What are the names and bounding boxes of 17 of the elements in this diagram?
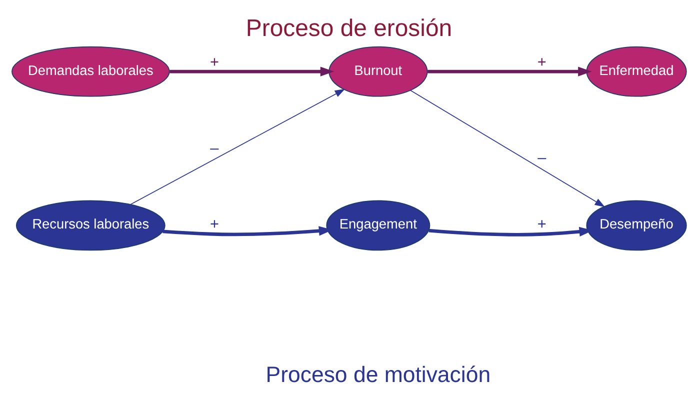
edge-label: + bbox=[537, 54, 546, 71]
arrow bbox=[170, 66, 334, 76]
arrow bbox=[410, 90, 606, 208]
caption: Proceso de motivación bbox=[266, 362, 491, 388]
node-ellipse: Demandas laborales bbox=[12, 46, 170, 97]
edge-label: + bbox=[210, 216, 219, 234]
arrow bbox=[428, 66, 592, 76]
edge-label: + bbox=[210, 54, 219, 71]
diagram-title: Proceso de erosión bbox=[246, 14, 452, 42]
edge-label: + bbox=[537, 216, 546, 234]
node-ellipse: Enfermedad bbox=[586, 46, 687, 97]
node-ellipse: Desempeño bbox=[586, 200, 687, 251]
edge-label: – bbox=[538, 150, 546, 167]
node-ellipse: Recursos laborales bbox=[16, 200, 166, 251]
edge-label: – bbox=[210, 140, 219, 158]
arrow bbox=[130, 88, 346, 205]
node-ellipse: Engagement bbox=[326, 200, 430, 251]
